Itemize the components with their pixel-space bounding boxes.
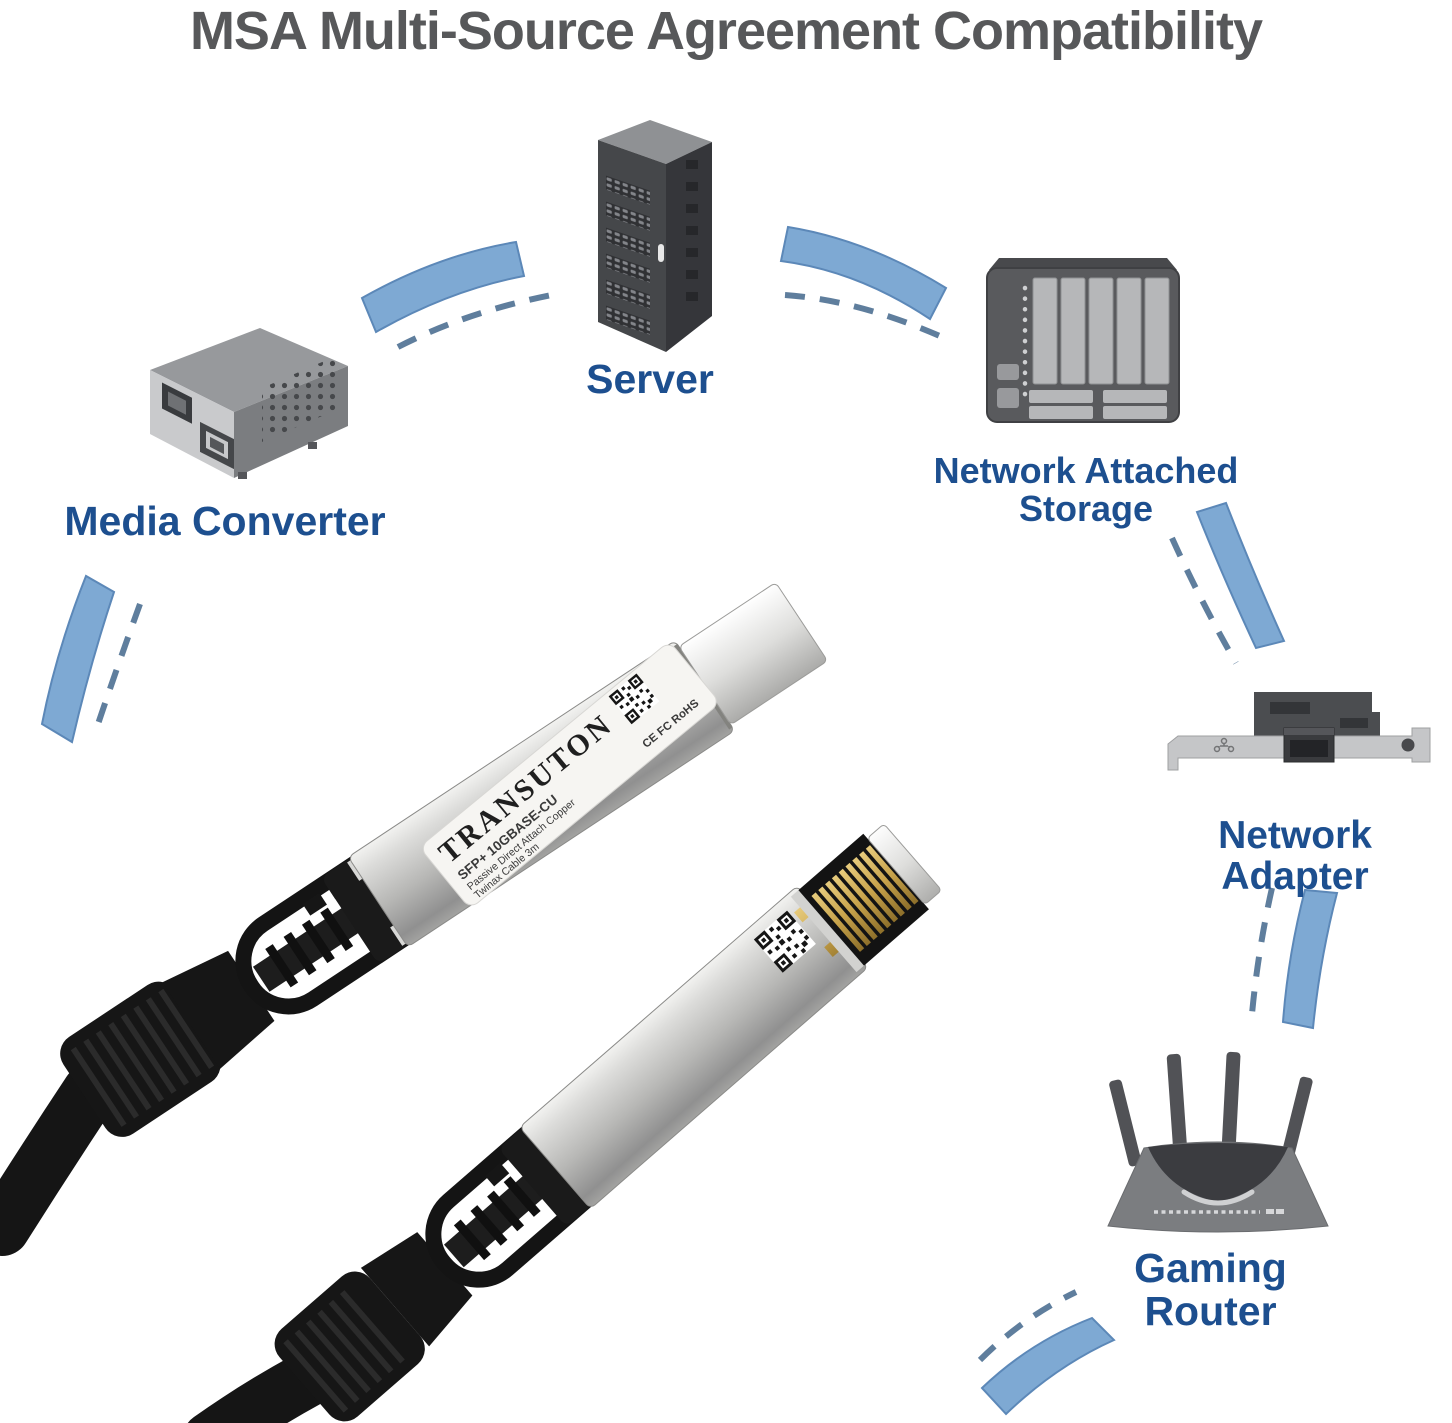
- server-side-vents: [686, 160, 698, 301]
- nas-button-top: [997, 364, 1019, 380]
- arc-cable-gaming-router: [977, 1289, 1116, 1416]
- latch-ribs: [453, 1176, 541, 1261]
- media-converter-vents: [262, 356, 336, 442]
- dac-cable-wire-bottom: [188, 1352, 334, 1423]
- server-icon: [598, 120, 712, 352]
- device-media-converter: [112, 326, 352, 481]
- arc-media-converter-server: [360, 240, 563, 350]
- bracket-screw-hole: [1401, 738, 1415, 752]
- media-converter-icon: [150, 328, 348, 479]
- arc-media-converter-cable: [40, 574, 143, 744]
- boot-ridges: [70, 988, 215, 1127]
- arc-server-nas: [779, 225, 948, 340]
- gaming-router-label: Gaming Router: [1134, 1245, 1287, 1335]
- server-door-handle: [658, 244, 664, 262]
- arc-nas-network-adapter: [1169, 501, 1286, 665]
- connector-collar: [501, 1122, 597, 1224]
- bracket-port-glyph: [1213, 737, 1235, 753]
- transceiver-label: TRANSUTON SFP+ 10GBASE-CU Passive Direct…: [422, 644, 717, 906]
- router-top-inlay: [1148, 1143, 1288, 1201]
- device-network-adapter: [1162, 686, 1434, 786]
- gold-edge-pins: [811, 845, 919, 952]
- nas-label: Network Attached Storage: [933, 450, 1239, 529]
- device-nas: [983, 252, 1183, 428]
- page-title: MSA Multi-Source Agreement Compatibility: [189, 1, 1263, 61]
- device-server: [578, 116, 718, 356]
- latch-ribs: [265, 907, 354, 988]
- media-converter-label: Media Converter: [64, 498, 386, 544]
- connector-housing: [521, 887, 867, 1207]
- connector-collar: [324, 855, 414, 962]
- boot-ridges: [283, 1290, 405, 1413]
- nas-icon: [986, 258, 1180, 423]
- dac-connector-bottom: [274, 824, 941, 1422]
- server-label: Server: [586, 356, 714, 402]
- network-adapter-label: Network Adapter: [1218, 814, 1372, 898]
- nas-drive-bays: [1032, 277, 1170, 385]
- network-adapter-icon: [1167, 692, 1431, 771]
- nas-bottom-bays: [1029, 390, 1167, 419]
- router-antennas: [1109, 1051, 1313, 1167]
- arc-network-adapter-gaming-router: [1249, 887, 1339, 1030]
- nas-button-bottom: [997, 388, 1019, 408]
- dac-cable-wire-top: [0, 1064, 118, 1256]
- connector-tip: [868, 824, 941, 904]
- media-converter-ports: [162, 382, 234, 470]
- dac-connector-top: TRANSUTON SFP+ 10GBASE-CU Passive Direct…: [60, 583, 827, 1137]
- device-gaming-router: [1098, 1040, 1338, 1240]
- gaming-router-icon: [1107, 1051, 1329, 1233]
